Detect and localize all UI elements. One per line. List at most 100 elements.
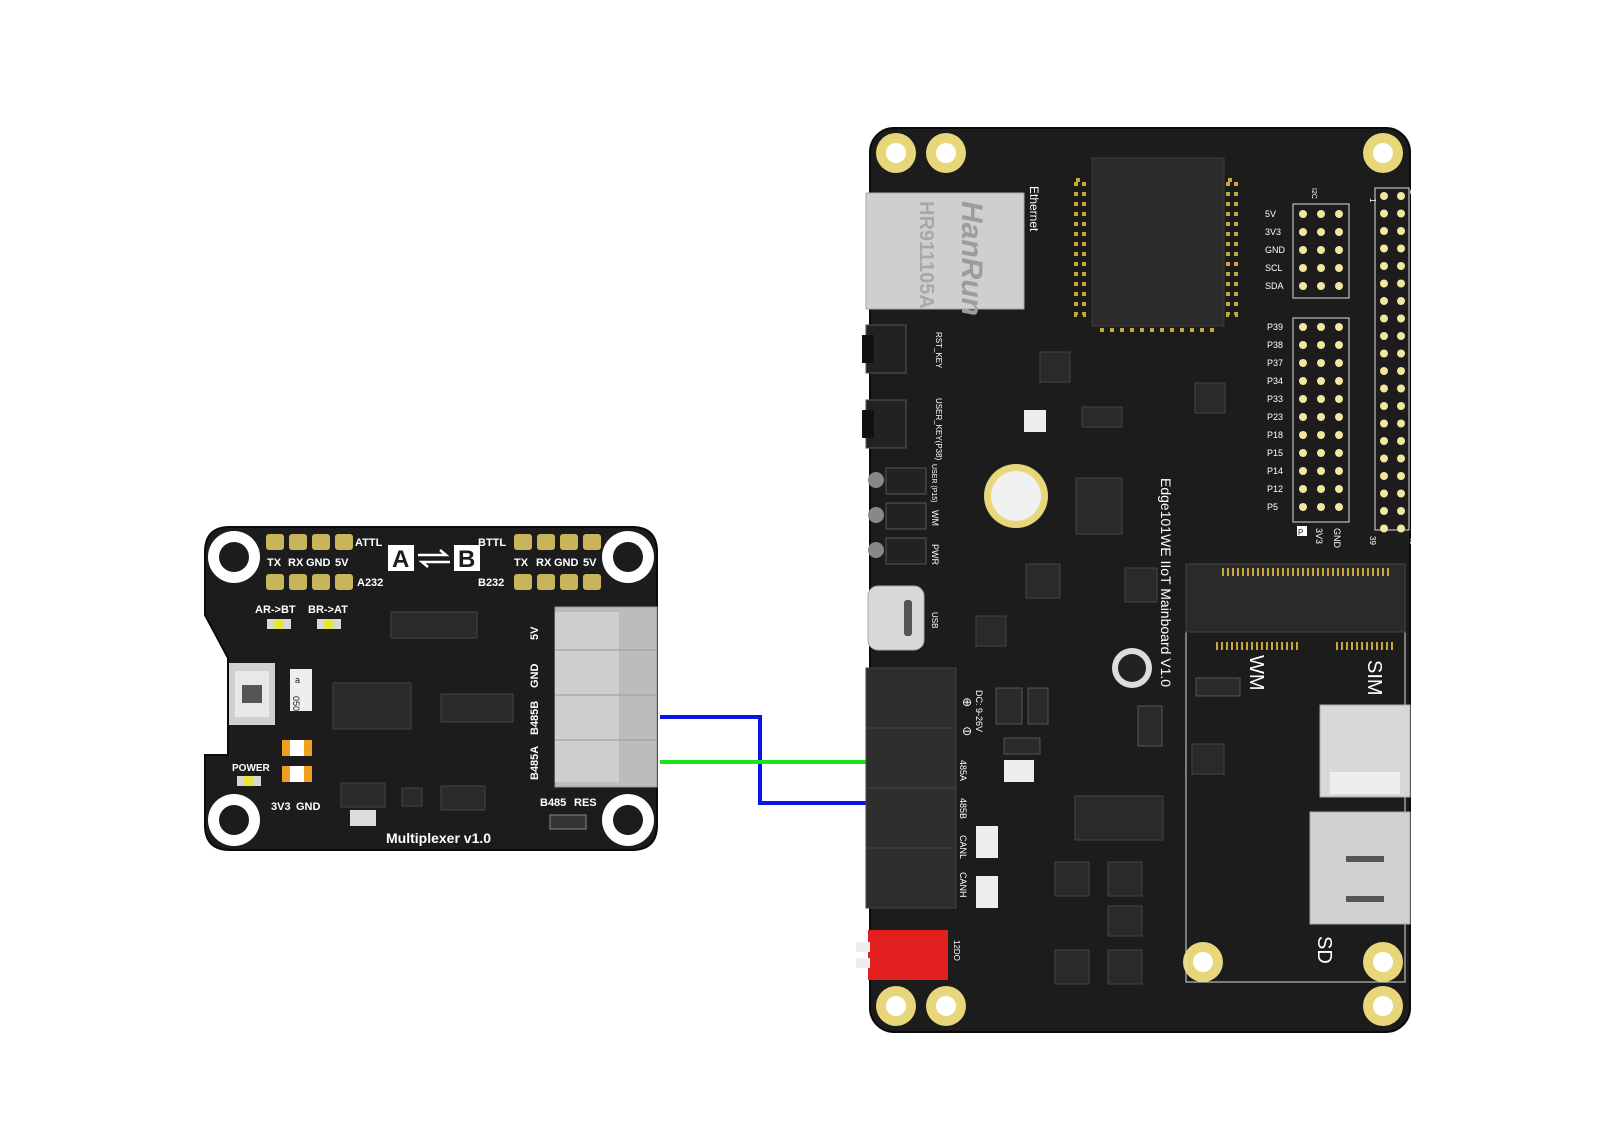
gpio-pin-dot bbox=[1317, 395, 1325, 403]
wires bbox=[660, 715, 870, 805]
mux-terminal-block: 5V GND B485B B485A bbox=[529, 606, 658, 788]
header40-pin-dot bbox=[1397, 472, 1405, 480]
mux-label-a232: A232 bbox=[357, 577, 383, 589]
i2c-pin-3v3: 3V3 bbox=[1265, 227, 1281, 237]
slot-wm-label: WM bbox=[1245, 655, 1267, 691]
header40-pin-dot bbox=[1380, 262, 1388, 270]
header40-pin-dot bbox=[1397, 419, 1405, 428]
gpio-pin-dot bbox=[1317, 359, 1325, 367]
multiplexer-name: Multiplexer v1.0 bbox=[386, 830, 491, 846]
gpio-pin-dot bbox=[1335, 341, 1343, 349]
slot-sd-label: SD bbox=[1313, 936, 1335, 964]
gpio-pin-dot bbox=[1335, 413, 1343, 421]
multiplexer-board: TX RX GND 5V ATTL A232 BTTL B232 TX RX G… bbox=[204, 526, 658, 851]
gpio-pin-dot bbox=[1317, 485, 1325, 493]
dc-plus-icon: ⊕ bbox=[962, 695, 972, 709]
header40-pin-dot bbox=[1397, 489, 1405, 498]
header40-pin-dot bbox=[1380, 349, 1388, 358]
gpio-pin-dot bbox=[1317, 341, 1325, 349]
mux-terminal-gnd: GND bbox=[529, 664, 541, 689]
micro-usb-port bbox=[229, 663, 275, 725]
gpio-pin-p39: P39 bbox=[1267, 322, 1283, 332]
ethernet-brand: HanRun bbox=[955, 201, 988, 316]
mux-components: a 050 bbox=[282, 611, 514, 826]
led-label-br-at: BR->AT bbox=[308, 604, 348, 616]
logo-a-letter: A bbox=[392, 546, 409, 573]
usb-label: USB bbox=[930, 612, 939, 628]
gpio-pin-dot bbox=[1335, 485, 1343, 493]
mux-label-rx-b: RX bbox=[536, 557, 552, 569]
mux-label-bttl: BTTL bbox=[478, 537, 506, 549]
header-pads bbox=[266, 534, 601, 590]
gpio-pin-dot bbox=[1335, 377, 1343, 385]
dc-in-label: DC: 9-26V bbox=[974, 690, 984, 732]
led-label-power: POWER bbox=[232, 763, 271, 774]
chip-a-label: a bbox=[295, 675, 300, 685]
gpio-pin-dot bbox=[1317, 503, 1325, 511]
mux-terminal-5v: 5V bbox=[529, 626, 541, 640]
led-pwr-label: PWR bbox=[930, 544, 940, 565]
i2c-pin-scl: SCL bbox=[1265, 263, 1283, 273]
mux-label-gnd-a: GND bbox=[306, 557, 331, 569]
mainboard: HanRun HR911105A Ethernet RST_KEY USER_K… bbox=[856, 127, 1417, 1033]
gpio-pin-dot bbox=[1299, 323, 1307, 331]
gpio-pin-dot bbox=[1299, 449, 1307, 457]
gpio-pin-dot bbox=[1335, 323, 1343, 331]
sim-sd-slots bbox=[1191, 677, 1411, 925]
i2c-pin-5v: 5V bbox=[1265, 209, 1276, 219]
mounting-holes bbox=[208, 531, 654, 846]
gpio-pin-dot bbox=[1299, 359, 1307, 367]
terminal-canl: CANL bbox=[958, 835, 968, 859]
gpio-pin-dot bbox=[1317, 323, 1325, 331]
relay-label: 12DO bbox=[952, 940, 961, 961]
ethernet-part: HR911105A bbox=[915, 201, 937, 309]
header40-pin-dot bbox=[1380, 472, 1388, 480]
i2c-pin-gnd: GND bbox=[1265, 245, 1286, 255]
multiplexer-labels: TX RX GND 5V ATTL A232 BTTL B232 TX RX G… bbox=[267, 537, 597, 589]
mux-label-5v-a: 5V bbox=[335, 557, 349, 569]
mux-label-b485: B485 bbox=[540, 797, 566, 809]
status-leds: AR->BT BR->AT POWER bbox=[232, 604, 348, 786]
header40-pin-dot bbox=[1380, 209, 1388, 218]
gpio-bottom-p: P bbox=[1298, 528, 1303, 537]
mux-terminal-b485b: B485B bbox=[529, 701, 541, 735]
header40-pin-dot bbox=[1380, 314, 1388, 323]
header40-pin-dot bbox=[1380, 454, 1388, 463]
buttons: RST_KEY USER_KEY(P38) bbox=[862, 324, 943, 461]
mainboard-mounting-holes bbox=[876, 133, 1403, 1026]
header40-pin-dot bbox=[1397, 262, 1405, 270]
gpio-pin-dot bbox=[1335, 359, 1343, 367]
header40-pin-dot bbox=[1380, 227, 1388, 235]
gpio-pin-dot bbox=[1317, 413, 1325, 421]
header40-pin-dot bbox=[1397, 297, 1405, 305]
gpio-pin-dot bbox=[1299, 431, 1307, 439]
mux-label-res: RES bbox=[574, 797, 597, 809]
mux-label-gnd: GND bbox=[296, 801, 321, 813]
gpio-pin-dot bbox=[1299, 377, 1307, 385]
gpio-pin-dot bbox=[1299, 341, 1307, 349]
mux-terminal-b485a: B485A bbox=[529, 746, 541, 780]
header40-pin-dot bbox=[1397, 507, 1405, 515]
led-wm-label: WM bbox=[930, 510, 940, 526]
red-connector: 12DO bbox=[856, 930, 961, 980]
gpio-pin-p15: P15 bbox=[1267, 448, 1283, 458]
gpio-pin-p37: P37 bbox=[1267, 358, 1283, 368]
mux-label-gnd-b: GND bbox=[554, 557, 579, 569]
led-label-ar-bt: AR->BT bbox=[255, 604, 296, 616]
dc-minus-icon: ⊖ bbox=[962, 724, 972, 738]
header40-pin-dot bbox=[1397, 437, 1405, 445]
gpio-pin-dot bbox=[1317, 467, 1325, 475]
mux-label-3v3: 3V3 bbox=[271, 801, 291, 813]
header40-pin-dot bbox=[1380, 244, 1388, 253]
exchange-arrows-icon bbox=[418, 549, 450, 568]
pin-header-40: 1 2 39 40 bbox=[1368, 187, 1417, 545]
header40-pin-dot bbox=[1380, 524, 1388, 533]
gpio-pin-p34: P34 bbox=[1267, 376, 1283, 386]
header40-pin-dot bbox=[1380, 437, 1388, 445]
gpio-bottom-3v3: 3V3 bbox=[1314, 528, 1324, 544]
mux-label-tx-a: TX bbox=[267, 557, 282, 569]
wifi-module bbox=[1074, 157, 1238, 332]
header40-pin-dot bbox=[1397, 192, 1405, 200]
mux-label-attl: ATTL bbox=[355, 537, 383, 549]
